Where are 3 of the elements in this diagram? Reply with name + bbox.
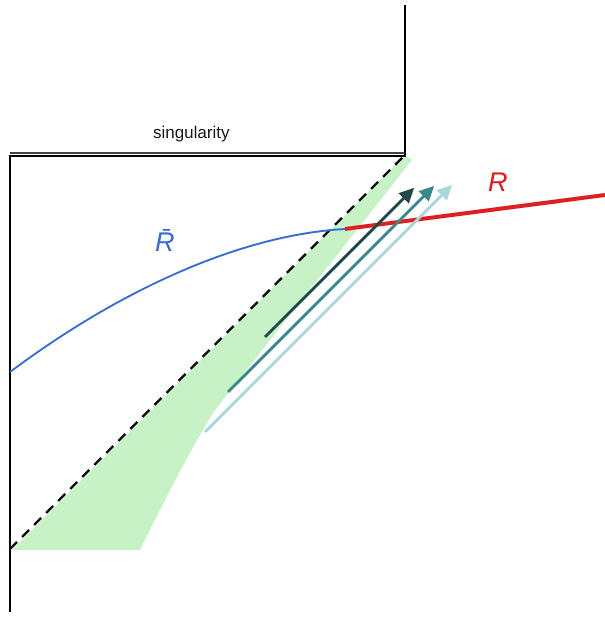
region-label: R	[488, 168, 508, 198]
region-label: R̄	[155, 228, 174, 258]
singularity-label: singularity	[153, 124, 230, 143]
